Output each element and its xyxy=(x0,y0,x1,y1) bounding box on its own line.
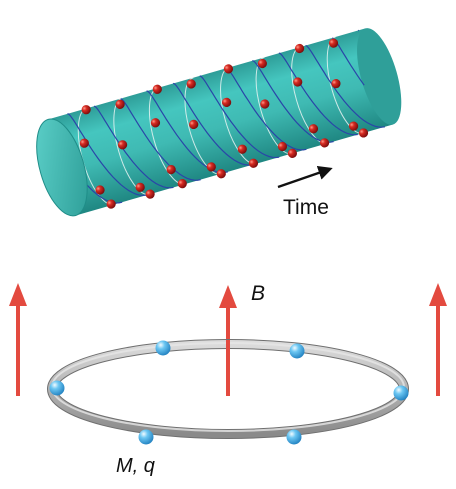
cylinder-body xyxy=(48,28,393,216)
red-particle xyxy=(117,140,128,150)
helix-worldline xyxy=(67,52,358,197)
red-particle xyxy=(358,128,369,138)
cylinder-near-end xyxy=(36,118,88,217)
red-particle xyxy=(222,97,232,107)
red-particle xyxy=(277,141,288,152)
red-particle xyxy=(189,119,199,130)
red-particle xyxy=(216,169,226,179)
charged-particles xyxy=(49,340,409,445)
red-particle xyxy=(293,77,303,87)
spacetime-cylinder xyxy=(36,28,402,217)
red-particle xyxy=(135,182,145,192)
red-particle xyxy=(257,58,267,69)
red-particle xyxy=(81,105,91,115)
time-arrow-icon xyxy=(277,165,333,189)
red-particle xyxy=(115,99,125,109)
red-particle xyxy=(328,38,339,48)
red-particle xyxy=(106,199,116,209)
cylinder-far-end xyxy=(357,28,402,125)
red-particle xyxy=(308,124,319,134)
helix-worldline xyxy=(93,44,386,189)
red-particle xyxy=(319,138,330,148)
red-particles xyxy=(79,38,369,209)
red-particle xyxy=(150,118,161,128)
helix-worldline xyxy=(70,29,359,204)
red-particle xyxy=(287,148,297,158)
red-particle xyxy=(145,189,155,199)
time-label: Time xyxy=(283,196,329,219)
red-particle xyxy=(260,99,270,109)
red-particle xyxy=(95,185,105,195)
red-particle xyxy=(206,162,216,172)
red-particle xyxy=(223,64,234,74)
field-arrow-icon xyxy=(9,283,27,396)
red-particle xyxy=(79,138,89,148)
red-particle xyxy=(237,144,247,154)
field-arrow-icon xyxy=(429,283,447,396)
red-particle xyxy=(186,79,196,89)
red-particle xyxy=(152,84,162,94)
red-particle xyxy=(294,43,305,54)
red-particle xyxy=(348,121,359,131)
charged-particle xyxy=(286,429,302,445)
red-particle xyxy=(166,164,176,175)
charged-particle xyxy=(393,385,409,401)
charged-particle xyxy=(289,343,305,359)
red-particle xyxy=(248,158,259,168)
charged-particle xyxy=(49,380,65,396)
particle-label: M, q xyxy=(116,455,155,477)
field-label: B xyxy=(251,282,265,305)
cylinder-ring-line xyxy=(220,67,257,165)
red-particle xyxy=(177,179,187,189)
red-particle xyxy=(331,79,341,89)
charged-particle xyxy=(155,340,171,356)
charged-particle xyxy=(138,429,154,445)
